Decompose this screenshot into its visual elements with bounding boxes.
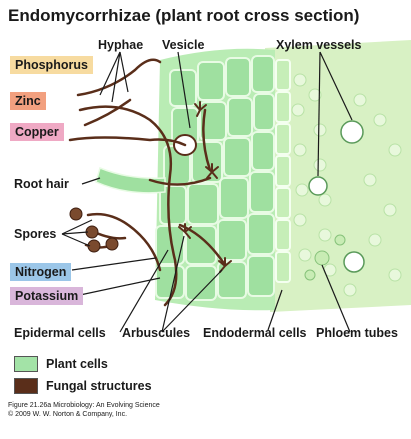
stele-cells bbox=[291, 73, 402, 297]
arbuscules-label: Arbuscules bbox=[122, 326, 191, 340]
caption-line-1: Figure 21.26a Microbiology: An Evolving … bbox=[8, 402, 160, 409]
legend-plant-cells: Plant cells bbox=[14, 356, 108, 372]
fungal-structures-swatch bbox=[14, 378, 38, 394]
legend-plant-cells-label: Plant cells bbox=[46, 357, 108, 371]
plant-cells-swatch bbox=[14, 356, 38, 372]
spores-label: Spores bbox=[14, 227, 57, 241]
leader-lines bbox=[61, 51, 353, 333]
caption-line-2: © 2009 W. W. Norton & Company, Inc. bbox=[8, 411, 128, 418]
nutrient-tag-zinc: Zinc bbox=[10, 92, 46, 110]
xylem-vessels-label: Xylem vessels bbox=[276, 38, 362, 52]
nutrient-tag-copper: Copper bbox=[10, 123, 64, 141]
cortex-cells bbox=[155, 55, 275, 301]
vesicle-label: Vesicle bbox=[162, 38, 205, 52]
endodermal-cells-label: Endodermal cells bbox=[203, 326, 307, 340]
arbuscules bbox=[178, 101, 232, 273]
root-hair bbox=[95, 166, 166, 194]
epidermal-cells-label: Epidermal cells bbox=[14, 326, 106, 340]
nutrient-tag-phosphorus: Phosphorus bbox=[10, 56, 93, 74]
legend-fungal-structures-label: Fungal structures bbox=[46, 379, 152, 393]
phloem-tubes bbox=[304, 234, 346, 281]
spores bbox=[69, 207, 119, 253]
nutrient-tag-potassium: Potassium bbox=[10, 287, 84, 305]
endodermal-cells bbox=[275, 59, 291, 283]
legend-fungal-structures: Fungal structures bbox=[14, 378, 152, 394]
diagram-title: Endomycorrhizae (plant root cross sectio… bbox=[8, 6, 360, 25]
nutrient-tag-nitrogen: Nitrogen bbox=[10, 263, 72, 281]
root-hair-label: Root hair bbox=[14, 177, 69, 191]
phloem-tubes-label: Phloem tubes bbox=[316, 326, 398, 340]
figure-caption: Figure 21.26a Microbiology: An Evolving … bbox=[8, 401, 160, 419]
xylem-vessels bbox=[308, 120, 365, 273]
hyphae-label: Hyphae bbox=[98, 38, 144, 52]
